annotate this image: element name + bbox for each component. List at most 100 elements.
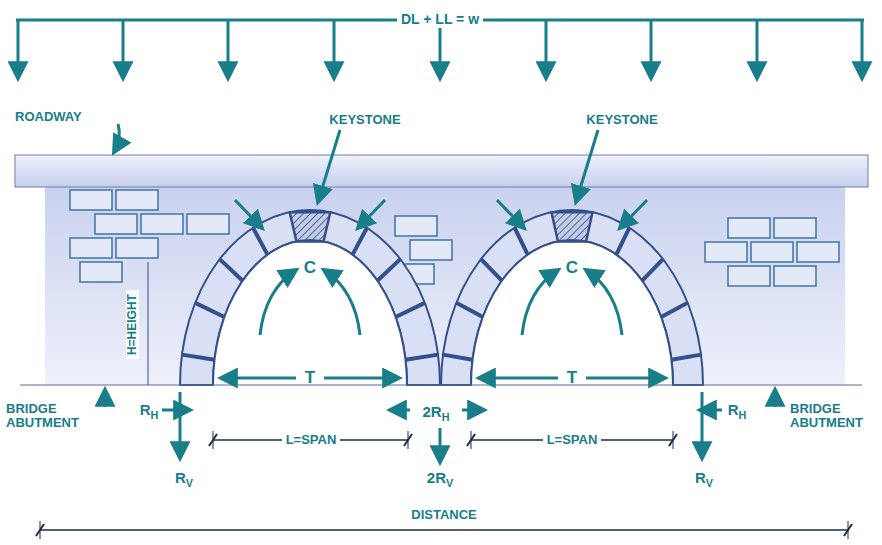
- voussoir-joint: [182, 355, 214, 360]
- dimension-tick: [213, 431, 214, 449]
- thrust-arrow: [358, 200, 385, 228]
- thrust-arrow: [497, 200, 524, 228]
- dimension-label: L=SPAN: [282, 433, 341, 447]
- force-label: C: [566, 259, 578, 278]
- dimension-tick: [408, 431, 409, 449]
- vertical-reaction-arrow: [179, 392, 182, 458]
- brick: [774, 266, 816, 286]
- dimension-tick: [471, 431, 472, 449]
- brick: [70, 190, 112, 210]
- brick: [116, 190, 158, 210]
- load-arrows: [16, 20, 864, 78]
- base-line: [20, 385, 862, 386]
- brick: [410, 240, 452, 260]
- part-label: KEYSTONE: [586, 113, 657, 127]
- roadway-pointer: [114, 124, 119, 152]
- reaction-label: RV: [695, 470, 713, 487]
- voussoir-joint: [396, 303, 425, 317]
- compression-arrow: [522, 270, 558, 335]
- brick: [70, 238, 112, 258]
- reaction-label: RH: [728, 402, 747, 419]
- brick: [80, 262, 122, 282]
- tension-arrow: [221, 377, 296, 380]
- roadway-slab: [15, 155, 868, 187]
- voussoir-joint: [377, 259, 400, 281]
- keystone-pointer: [576, 130, 598, 202]
- reaction-label: 2RH: [423, 404, 450, 421]
- dimension-tick: [40, 521, 41, 539]
- part-label: KEYSTONE: [329, 113, 400, 127]
- abutment-pointer: [104, 390, 107, 407]
- horizontal-reaction-arrow: [462, 409, 484, 412]
- load-arrow: [756, 20, 759, 78]
- dimension-label: H=HEIGHT: [126, 290, 139, 359]
- brick: [187, 214, 229, 234]
- arch-rings: [180, 210, 703, 385]
- arch-ring: [180, 210, 440, 385]
- arch-opening: [471, 240, 673, 385]
- brick: [774, 218, 816, 238]
- arch-intrados: [213, 240, 407, 385]
- vertical-reaction-arrow: [439, 428, 442, 462]
- height-line: [148, 262, 149, 385]
- reaction-label: RH: [140, 402, 159, 419]
- brick: [395, 216, 437, 236]
- brick-pattern: [70, 190, 839, 286]
- reaction-label: 2RV: [427, 470, 453, 487]
- brick: [116, 238, 158, 258]
- force-label: T: [305, 369, 315, 388]
- tension-arrow: [324, 377, 399, 380]
- voussoir-joint: [220, 259, 243, 281]
- force-label: C: [304, 259, 316, 278]
- voussoir-joint: [671, 355, 701, 360]
- brick: [728, 218, 770, 238]
- distance-dimension: [40, 529, 848, 531]
- part-label: ROADWAY: [15, 110, 82, 124]
- force-label: T: [567, 369, 577, 388]
- compression-arrow: [586, 270, 622, 335]
- voussoir-joint: [661, 303, 687, 317]
- brick: [705, 242, 747, 262]
- tension-arrow: [586, 377, 665, 380]
- keystone: [290, 212, 331, 241]
- load-arrow: [333, 20, 336, 78]
- reaction-label: RV: [175, 470, 193, 487]
- keystone-pointer: [318, 130, 340, 202]
- voussoir-joint: [195, 303, 224, 317]
- compression-arrow: [260, 270, 296, 335]
- dimension-tick: [848, 521, 849, 539]
- load-arrow: [545, 20, 548, 78]
- voussoir-joint: [443, 355, 473, 360]
- load-label: DL + LL = w: [397, 12, 483, 27]
- brick: [728, 266, 770, 286]
- horizontal-reaction-arrow: [162, 409, 190, 412]
- brick: [141, 214, 183, 234]
- horizontal-reaction-arrow: [390, 409, 410, 412]
- voussoir-joint: [481, 259, 502, 281]
- load-arrow: [17, 20, 20, 78]
- compression-arrow: [324, 270, 360, 335]
- voussoir-joint: [515, 228, 528, 255]
- dimension-label: DISTANCE: [411, 508, 476, 522]
- brick: [751, 242, 793, 262]
- voussoir-joint: [253, 228, 267, 255]
- force-arrows: [105, 124, 775, 462]
- load-arrow: [861, 20, 864, 78]
- brick: [95, 214, 137, 234]
- tension-arrow: [479, 377, 558, 380]
- load-arrow: [227, 20, 230, 78]
- arch-opening: [213, 240, 407, 385]
- abutment-pointer: [774, 390, 777, 407]
- arch-ring: [441, 210, 703, 385]
- load-arrow: [439, 20, 442, 78]
- load-arrow: [122, 20, 125, 78]
- part-label: BRIDGE ABUTMENT: [6, 402, 96, 431]
- thrust-arrow: [620, 200, 647, 228]
- arch-intrados: [471, 240, 673, 385]
- brick: [797, 242, 839, 262]
- thrust-arrow: [235, 200, 262, 228]
- voussoir-joint: [616, 228, 629, 255]
- voussoir-joint: [353, 228, 367, 255]
